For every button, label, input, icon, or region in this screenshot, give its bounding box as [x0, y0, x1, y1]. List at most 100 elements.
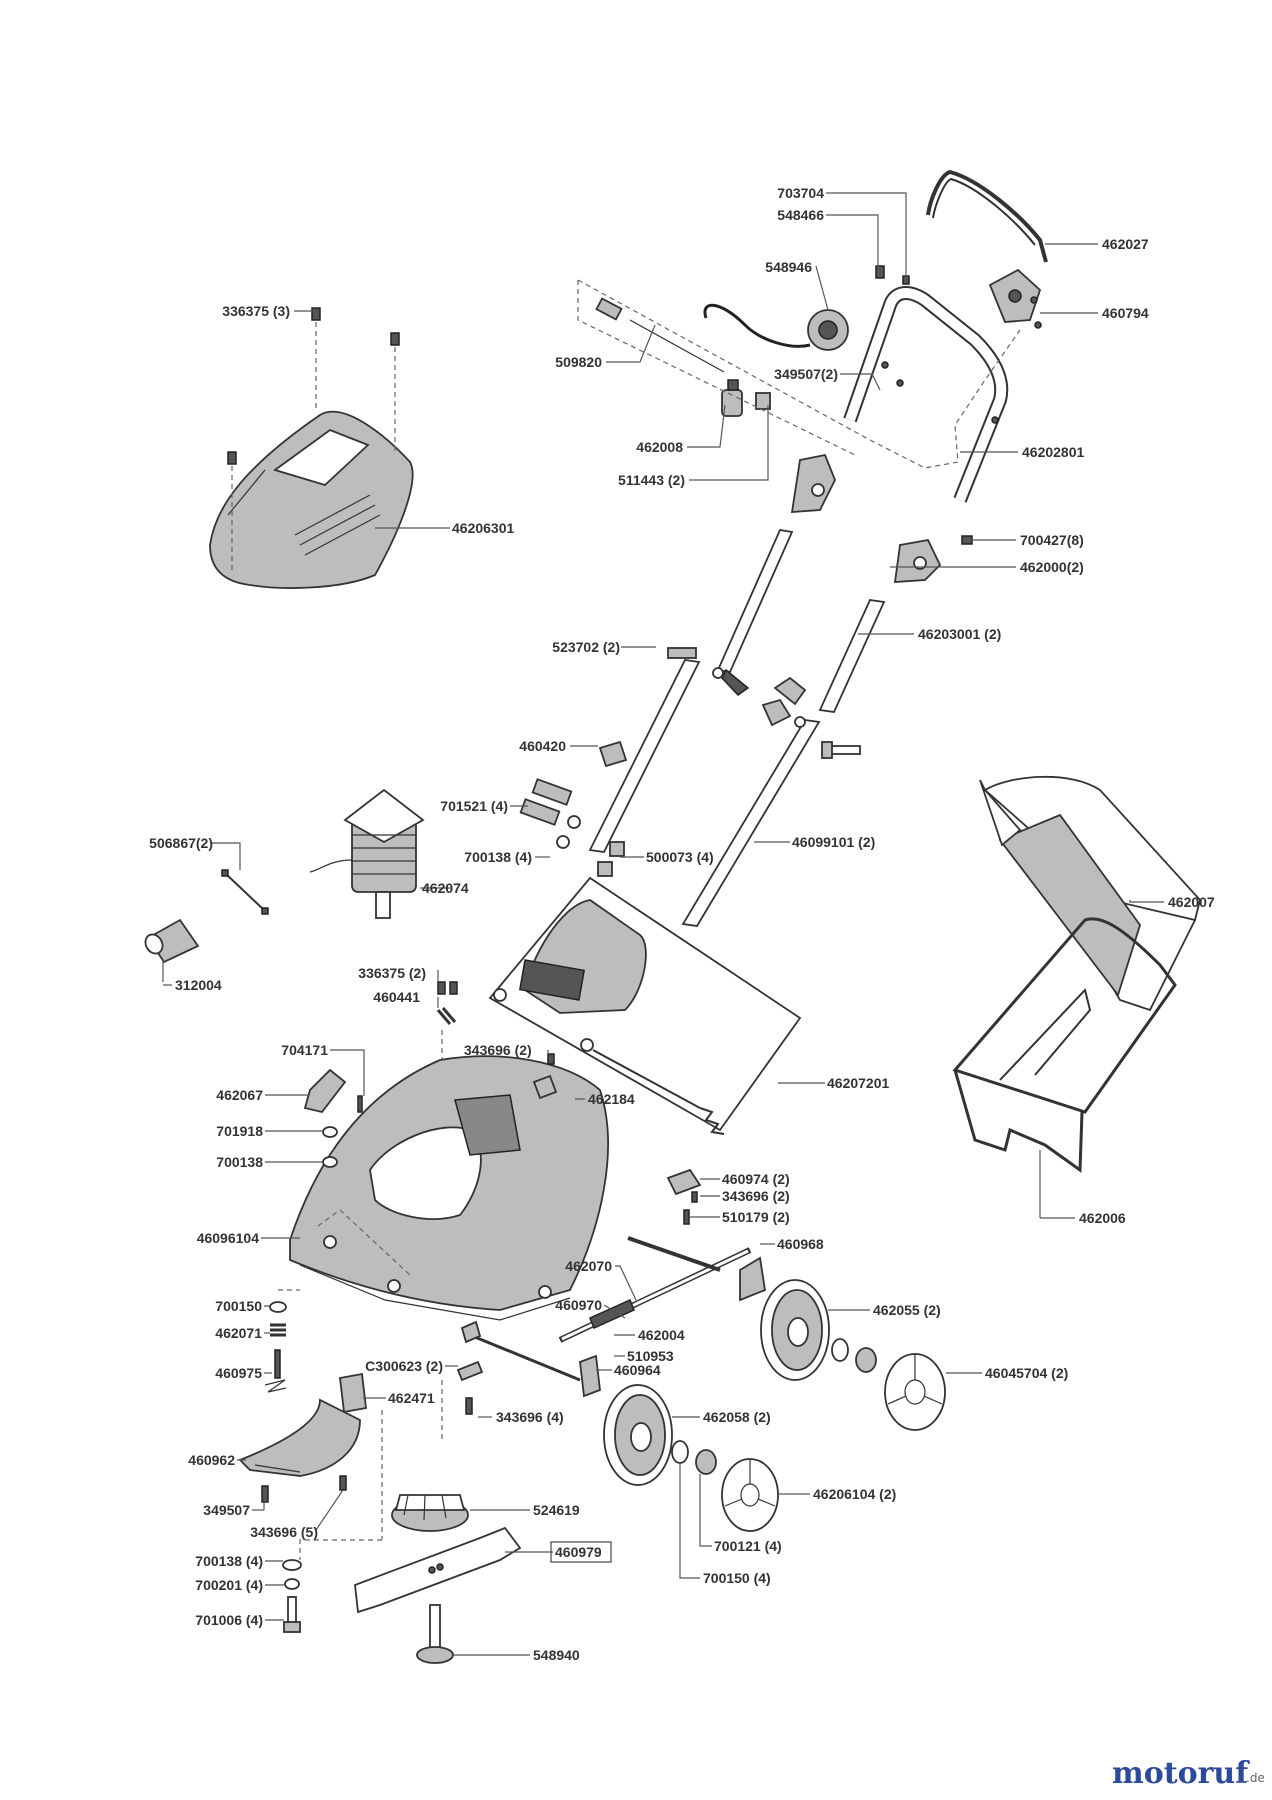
part-460441: [436, 1007, 457, 1025]
screw-cover-1: [311, 307, 321, 321]
label-700138: 700138: [216, 1154, 263, 1170]
label-462007: 462007: [1168, 894, 1215, 910]
rear-wheel-462055: [760, 1279, 830, 1381]
label-343696-2-a: 343696 (2): [464, 1042, 532, 1058]
label-462006: 462006: [1079, 1210, 1126, 1226]
label-701006-4: 701006 (4): [195, 1612, 263, 1628]
label-460979: 460979: [555, 1544, 602, 1560]
washer-700201: [284, 1578, 300, 1590]
highlight-box-460979: [550, 1541, 612, 1563]
part-460975: [264, 1349, 287, 1393]
upper-handle-bar: [926, 169, 1048, 263]
blade-bolt-548940: [416, 1604, 454, 1664]
cable-clip-462008: [721, 379, 743, 417]
middle-handle-tube-left: [716, 528, 794, 674]
label-460968: 460968: [777, 1236, 824, 1252]
outline-segment-a: [577, 280, 856, 456]
label-548466: 548466: [777, 207, 824, 223]
label-700138-4-a: 700138 (4): [464, 849, 532, 865]
label-46207201: 46207201: [827, 1075, 890, 1091]
lever-462067: [303, 1068, 363, 1114]
lower-handle-tube-right: [681, 719, 821, 927]
screw-343696-4: [465, 1397, 473, 1415]
part-460974: [666, 1168, 702, 1225]
label-511443-2: 511443 (2): [618, 472, 685, 488]
grassbox-462007: [979, 775, 1201, 1012]
bolt-701006: [283, 1596, 301, 1633]
label-462070: 462070: [565, 1258, 612, 1274]
lower-handle-tube-left: [588, 659, 701, 853]
label-700150: 700150: [215, 1298, 262, 1314]
cable-switch-548946: [703, 303, 849, 351]
clip-C300623: [456, 1360, 484, 1382]
label-700150-4: 700150 (4): [703, 1570, 771, 1586]
height-adjuster-460968: [627, 1236, 766, 1302]
bolt-523702: [667, 647, 750, 696]
front-wheel-462058: [603, 1384, 673, 1486]
hubcap-46206104: [721, 1458, 779, 1532]
clip-460420: [598, 740, 628, 768]
label-701918: 701918: [216, 1123, 263, 1139]
label-462004: 462004: [638, 1327, 685, 1343]
label-46099101-2: 46099101 (2): [792, 834, 875, 850]
label-460441: 460441: [373, 989, 420, 1005]
nut-700121: [695, 1449, 717, 1475]
label-343696-2-b: 343696 (2): [722, 1188, 790, 1204]
label-336375-2: 336375 (2): [358, 965, 426, 981]
switch-box-460794: [988, 268, 1042, 329]
nut-500073: [597, 841, 625, 877]
capacitor-312004: [144, 918, 200, 964]
label-312004: 312004: [175, 977, 222, 993]
grassbox-frame-462006: [952, 917, 1177, 1173]
motor-462074: [309, 788, 425, 919]
washer-700138-b: [282, 1559, 302, 1571]
label-462058-2: 462058 (2): [703, 1409, 771, 1425]
watermark-suffix: .de: [1246, 1771, 1265, 1785]
fan-524619: [391, 1494, 469, 1532]
label-46206301: 46206301: [452, 520, 515, 536]
label-510953: 510953: [627, 1348, 674, 1364]
label-509820: 509820: [555, 354, 602, 370]
screw-336375-a: [437, 981, 446, 995]
label-524619: 524619: [533, 1502, 580, 1518]
watermark-brand: motoruf: [1112, 1756, 1250, 1791]
label-C300623-2: C300623 (2): [365, 1358, 443, 1374]
bowden-cable-509820: [595, 297, 725, 373]
watermark-logo: motoruf .de: [1112, 1756, 1265, 1791]
label-462067: 462067: [216, 1087, 263, 1103]
label-462184: 462184: [588, 1091, 635, 1107]
bolt-701521-pair: [519, 778, 581, 849]
label-462074: 462074: [422, 880, 469, 896]
label-349507-2: 349507(2): [774, 366, 838, 382]
label-700201-4: 700201 (4): [195, 1577, 263, 1593]
label-548940: 548940: [533, 1647, 580, 1663]
nut-rear: [855, 1347, 877, 1373]
handle-knob-left: [790, 453, 836, 513]
label-548946: 548946: [765, 259, 812, 275]
label-462055-2: 462055 (2): [873, 1302, 941, 1318]
washer-700150-left: [269, 1301, 287, 1313]
screw-349507: [261, 1485, 269, 1503]
label-343696-5: 343696 (5): [250, 1524, 318, 1540]
clamp-knob-right: [761, 698, 806, 728]
grassbox-lid-46207201: [488, 876, 802, 1135]
blade-460979: [354, 1526, 522, 1614]
clip-462184: [532, 1074, 558, 1100]
screw-548466: [875, 265, 885, 279]
label-46206104-2: 46206104 (2): [813, 1486, 896, 1502]
rear-axle-462070: [558, 1247, 752, 1343]
label-460970: 460970: [555, 1297, 602, 1313]
motor-cover-46206301: [209, 410, 414, 589]
clamp-knob-left: [773, 676, 807, 706]
label-460975: 460975: [215, 1365, 262, 1381]
label-700138-4-b: 700138 (4): [195, 1553, 263, 1569]
washer-rear: [831, 1338, 849, 1362]
label-343696-4: 343696 (4): [496, 1409, 564, 1425]
label-46045704-2: 46045704 (2): [985, 1365, 1068, 1381]
label-349507: 349507: [203, 1502, 250, 1518]
label-700427-8: 700427(8): [1020, 532, 1084, 548]
screw-cover-2: [390, 332, 400, 346]
hubcap-46045704: [884, 1353, 946, 1431]
washer-700150: [671, 1440, 689, 1464]
label-460420: 460420: [519, 738, 566, 754]
